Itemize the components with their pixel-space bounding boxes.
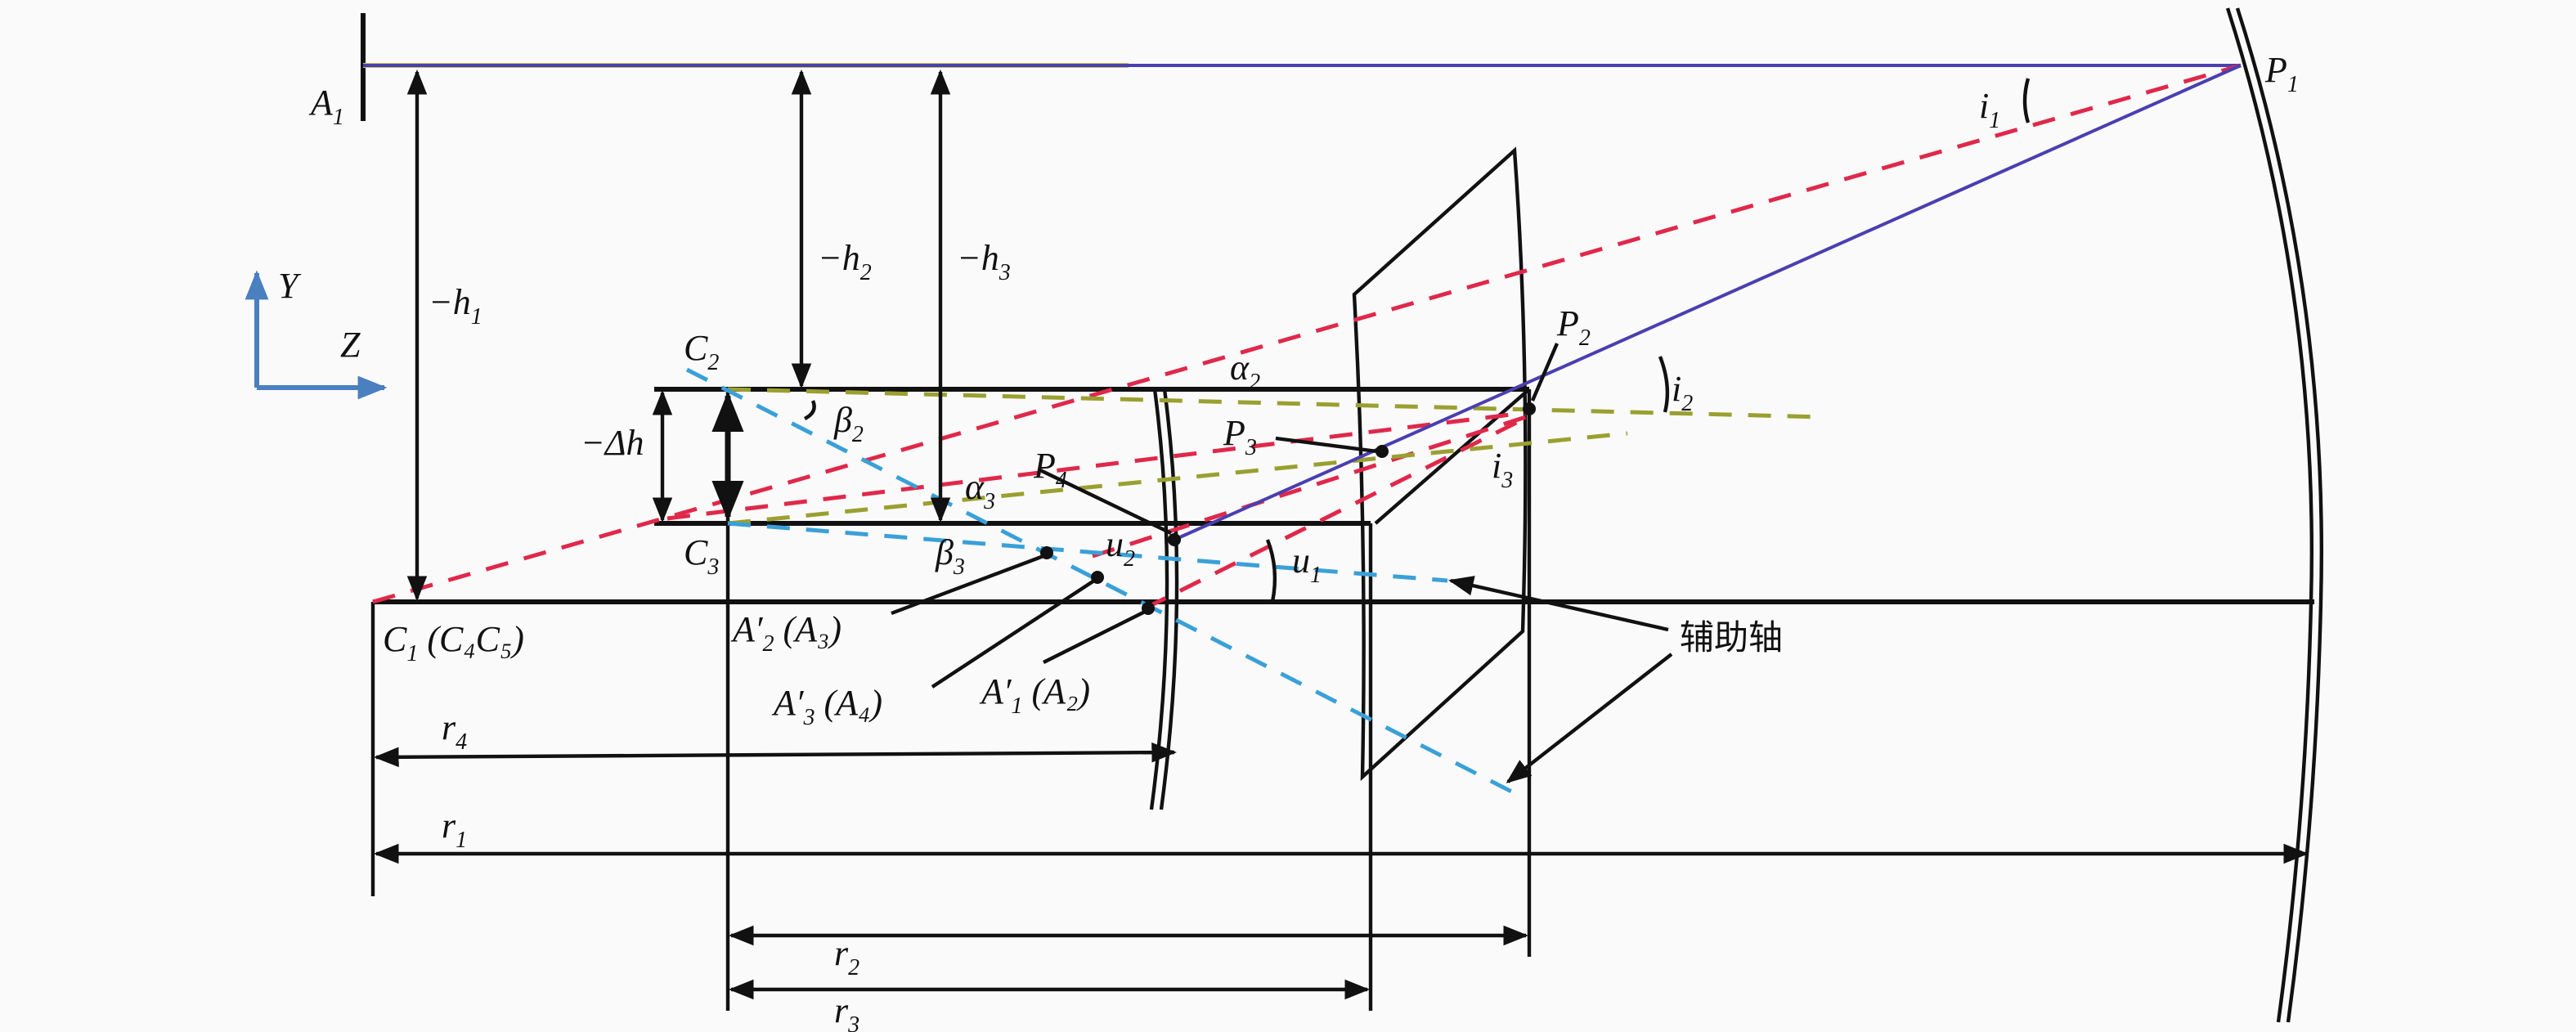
label-p2: P2 (1556, 303, 1591, 351)
label-a3p: A′3 (A₄) (771, 683, 882, 730)
label-base: α (1230, 348, 1250, 388)
label-h1: −h1 (429, 282, 482, 330)
label-subscript: 2 (707, 350, 719, 375)
label-subscript: 1 (471, 304, 482, 330)
label-beta3: β3 (935, 532, 965, 580)
label-subscript: 2 (848, 955, 859, 980)
label-subscript: 1 (2287, 72, 2299, 97)
chief-ray (1174, 64, 2242, 541)
label-h3: −h3 (957, 238, 1011, 285)
label-subscript: 3 (953, 554, 965, 580)
label-a2p: A′2 (A₃) (730, 609, 841, 657)
label-base: A (308, 83, 334, 123)
label-c2: C2 (684, 328, 719, 375)
label-base: C (684, 328, 708, 368)
label-subscript: 1 (1310, 563, 1322, 588)
label-r2: r2 (834, 933, 859, 980)
label-u2: u2 (1106, 524, 1135, 572)
label-subscript: 1 (333, 105, 344, 130)
label-subscript: 3 (999, 260, 1011, 285)
label-subscript: 2 (1579, 325, 1591, 351)
label-base: −h (957, 238, 999, 278)
label-subscript: 3 (803, 705, 815, 730)
label-subscript: 1 (1012, 693, 1023, 719)
label-base: −h (818, 238, 860, 278)
label-r1: r1 (442, 805, 467, 853)
label-subscript: 1 (1989, 108, 2000, 133)
label-subscript: 3 (847, 1012, 859, 1032)
rays (372, 63, 2242, 801)
label-subscript: 2 (763, 631, 774, 657)
object-plane (361, 13, 2241, 121)
label-base: u (1292, 541, 1310, 581)
label-subscript: 3 (707, 554, 719, 580)
label-alpha2: α2 (1230, 348, 1260, 395)
coordinate-axes: Y Z (245, 266, 388, 400)
label-base: β (935, 532, 954, 572)
label-subscript: 2 (860, 260, 872, 285)
label-base: P (1223, 413, 1245, 453)
label-subscript: 1 (456, 828, 467, 853)
label-base: A′ (730, 609, 764, 649)
label-subscript: 3 (1245, 435, 1257, 460)
label-i2: i2 (1672, 369, 1693, 416)
label-subscript: 2 (852, 422, 864, 447)
label-base: −h (429, 282, 471, 322)
label-subscript: 1 (406, 641, 418, 666)
label-extra: (C₄C₅) (418, 619, 524, 659)
label-u1: u1 (1292, 541, 1322, 588)
label-subscript: 3 (983, 489, 995, 514)
label-base: i (1492, 446, 1501, 486)
label-p1: P1 (2264, 50, 2299, 97)
label-base: A′ (771, 683, 805, 723)
label-base: r (442, 805, 456, 846)
label-base: r (834, 990, 849, 1030)
label-i3: i3 (1492, 446, 1513, 493)
label-r3: r3 (834, 990, 859, 1032)
label-a1p: A′1 (A₂) (979, 671, 1090, 719)
label-base: r (834, 933, 849, 973)
label-p3: P3 (1223, 413, 1257, 460)
label-i1: i1 (1979, 86, 2000, 133)
label-base: C (684, 532, 708, 572)
dimension-arrows (373, 69, 2309, 1000)
label-base: P (2264, 50, 2287, 90)
label-extra: (A₄) (815, 683, 882, 723)
label-c3: C3 (684, 532, 719, 580)
label-base: u (1106, 524, 1124, 564)
points (1040, 402, 1536, 615)
primary-mirror (2225, 7, 2324, 1023)
label-base: α (965, 467, 985, 507)
label-extra: (A₃) (774, 609, 841, 649)
label-extra: (A₂) (1023, 671, 1090, 711)
z-axis-label: Z (340, 325, 361, 365)
label-subscript: 2 (1124, 546, 1135, 572)
label-subscript: 4 (1056, 468, 1067, 493)
label-base: i (1672, 369, 1681, 409)
label-base: −Δh (581, 423, 644, 463)
y-axis-label: Y (278, 266, 302, 306)
label-dh: −Δh (581, 423, 644, 463)
label-subscript: 3 (1501, 468, 1513, 493)
label-base: P (1556, 303, 1579, 343)
label-base: β (833, 400, 852, 440)
label-alpha3: α3 (965, 467, 995, 514)
label-subscript: 2 (1249, 370, 1260, 395)
label-base: i (1979, 86, 1989, 126)
label-p4: P4 (1033, 446, 1067, 493)
label-c1: C1 (C₄C₅) (383, 619, 524, 666)
label-subscript: 4 (456, 729, 467, 755)
label-base: P (1033, 446, 1056, 486)
label-beta2: β2 (833, 400, 864, 447)
label-subscript: 2 (1681, 391, 1693, 416)
label-base: C (383, 619, 407, 659)
label-h2: −h2 (818, 238, 872, 285)
label-base: r (442, 707, 456, 747)
label-base: A′ (979, 671, 1012, 711)
label-r4: r4 (442, 707, 467, 755)
aux-axis-label: 辅助轴 (1680, 617, 1783, 657)
label-a1: A1 (308, 83, 344, 130)
